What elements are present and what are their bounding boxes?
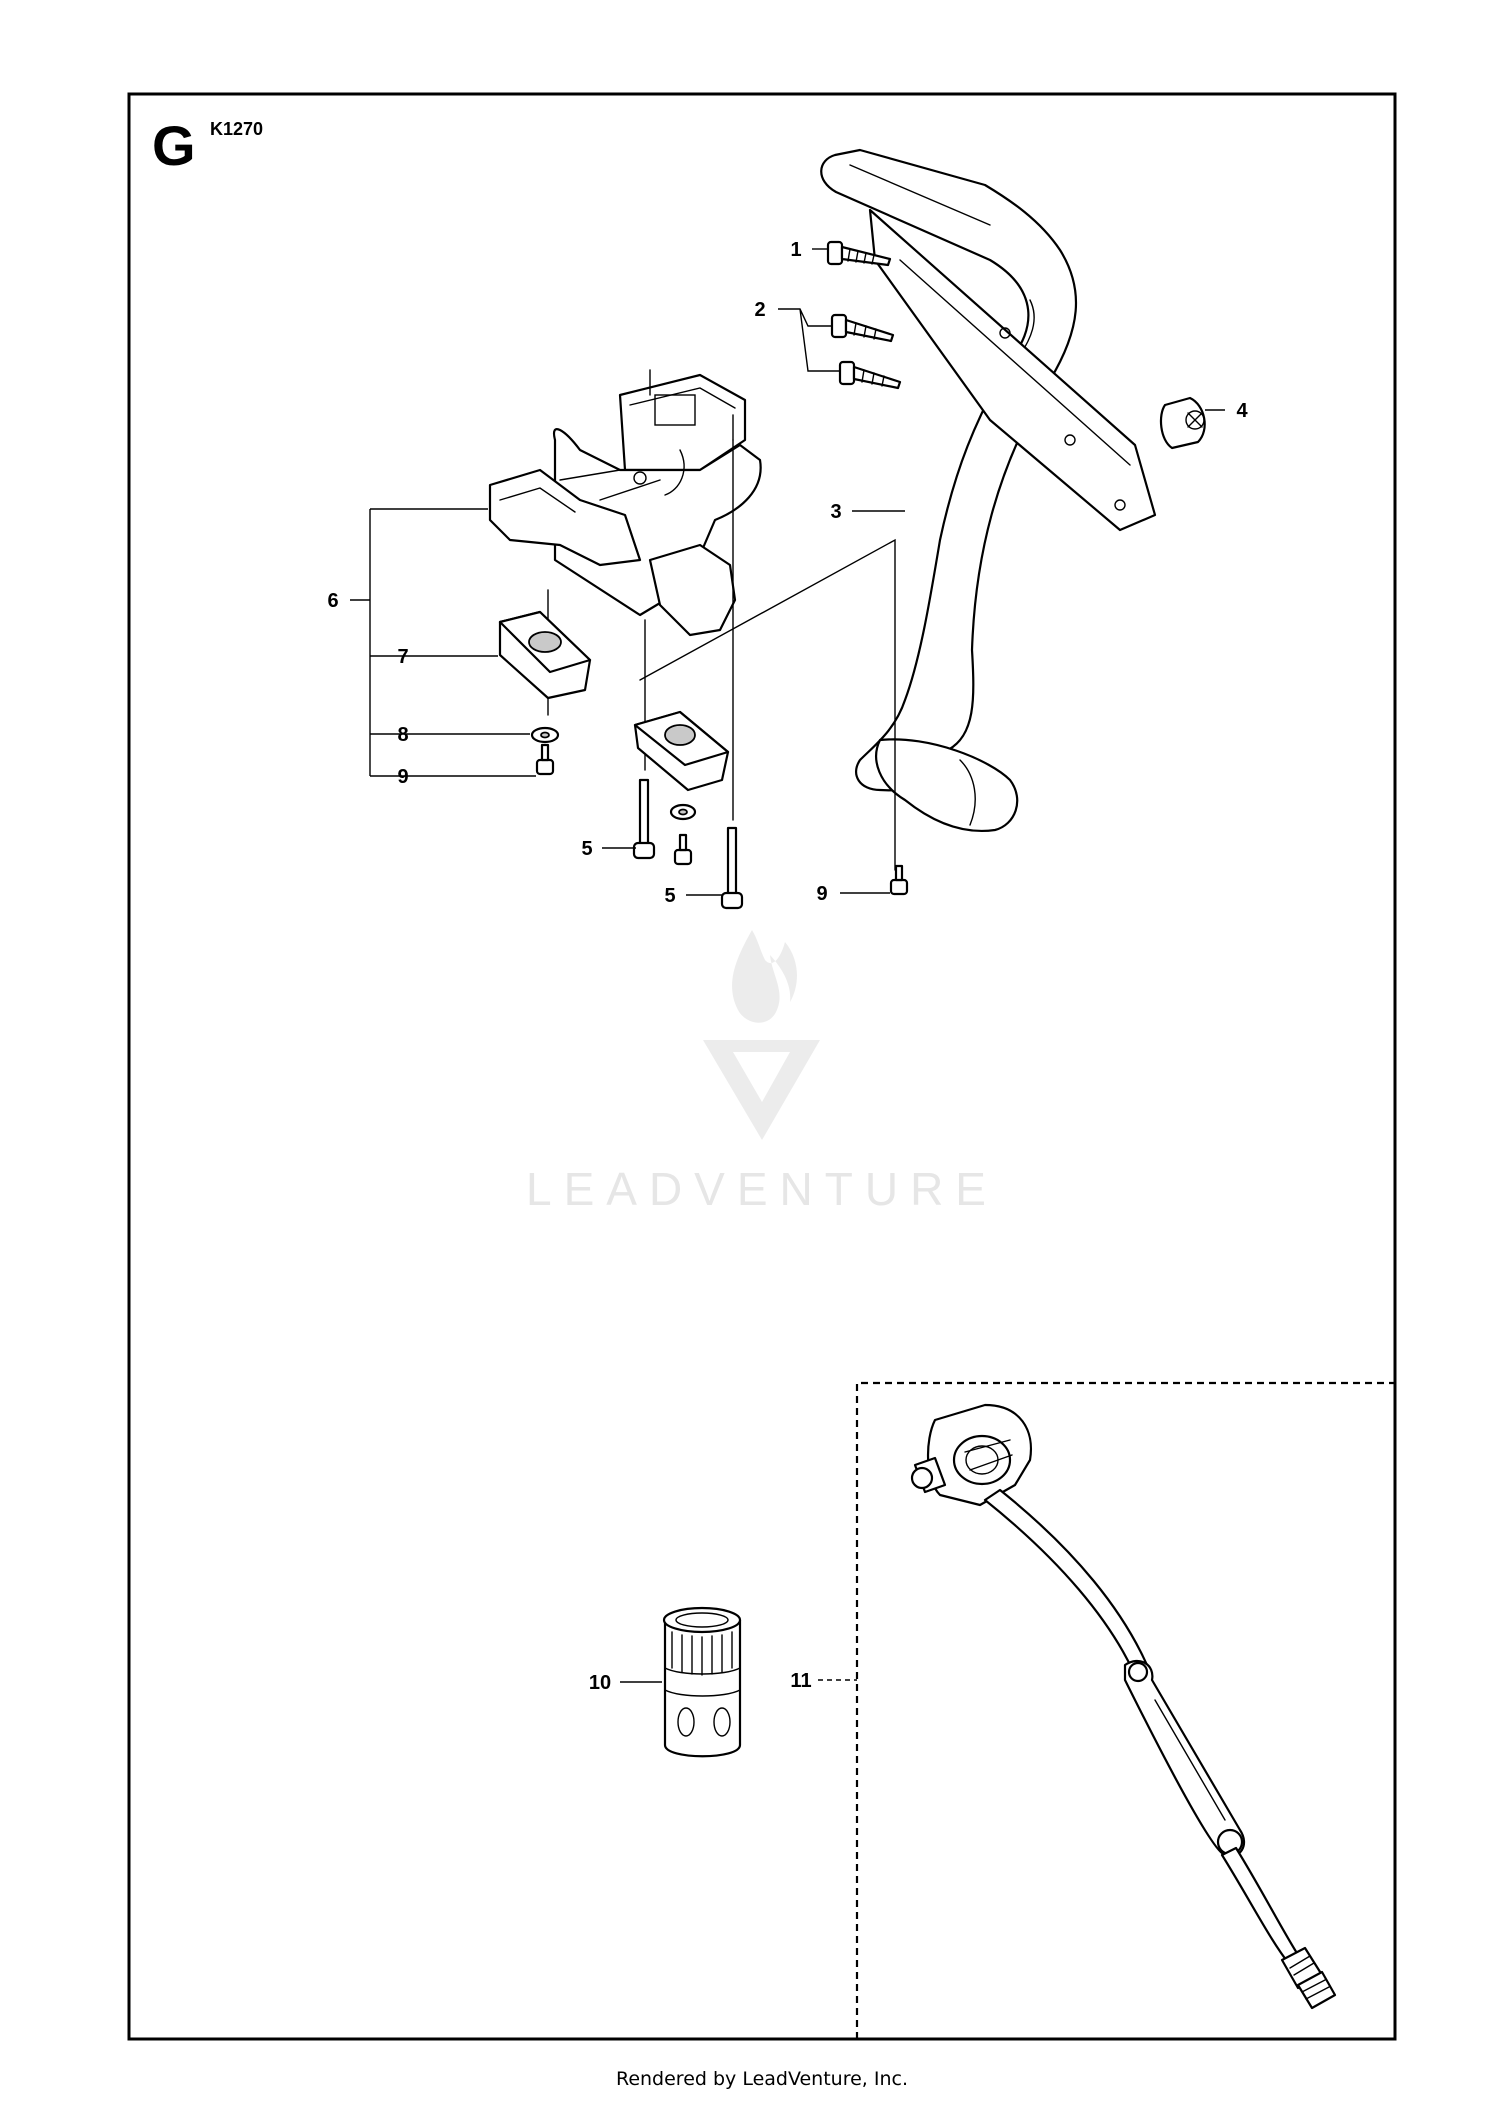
screw-part-9-right: [889, 864, 909, 896]
callout-5a: 5: [581, 838, 592, 860]
screw-part-9-mid: [673, 833, 693, 866]
kit-box-outline: [855, 1381, 1395, 2039]
screw-part-1: [826, 240, 892, 267]
bracket-pins: [649, 369, 734, 441]
watermark-brand: LEADVENTURE: [526, 1163, 998, 1215]
rubber-pad-right: [633, 710, 730, 792]
callout-8: 8: [397, 724, 408, 746]
callout-5b: 5: [664, 885, 675, 907]
handle-bar-part-3: [820, 148, 1157, 832]
callout-4: 4: [1236, 400, 1248, 422]
callout-7: 7: [397, 646, 408, 668]
bolt-part-5-left: [632, 778, 656, 860]
water-kit-part-11: [910, 1403, 1337, 2010]
screw-part-9-left: [535, 743, 555, 776]
hose-coupling-part-10: [662, 1606, 742, 1758]
bracket-part-6: [488, 373, 762, 637]
leader-6-bracket: [350, 508, 536, 777]
callout-2: 2: [754, 299, 765, 321]
bolt-part-5-right: [720, 826, 744, 910]
section-letter: G: [152, 114, 196, 177]
callout-3: 3: [830, 501, 841, 523]
footer-credit: Rendered by LeadVenture, Inc.: [616, 2068, 908, 2090]
watermark-logo: [703, 930, 820, 1140]
screws-part-2: [830, 313, 902, 390]
washer-part-8: [530, 726, 697, 821]
rubber-pad-part-7: [498, 610, 592, 700]
callout-6: 6: [327, 590, 338, 612]
callout-9b: 9: [816, 883, 827, 905]
callout-10: 10: [589, 1672, 611, 1694]
assembly-guide: [639, 538, 896, 871]
model-number: K1270: [210, 119, 263, 139]
callout-1: 1: [790, 239, 801, 261]
callout-11: 11: [790, 1670, 811, 1692]
leader-2: [778, 308, 840, 372]
diagram-frame: [127, 92, 1397, 2041]
callout-9a: 9: [397, 766, 408, 788]
end-cap-part-4: [1159, 396, 1206, 450]
